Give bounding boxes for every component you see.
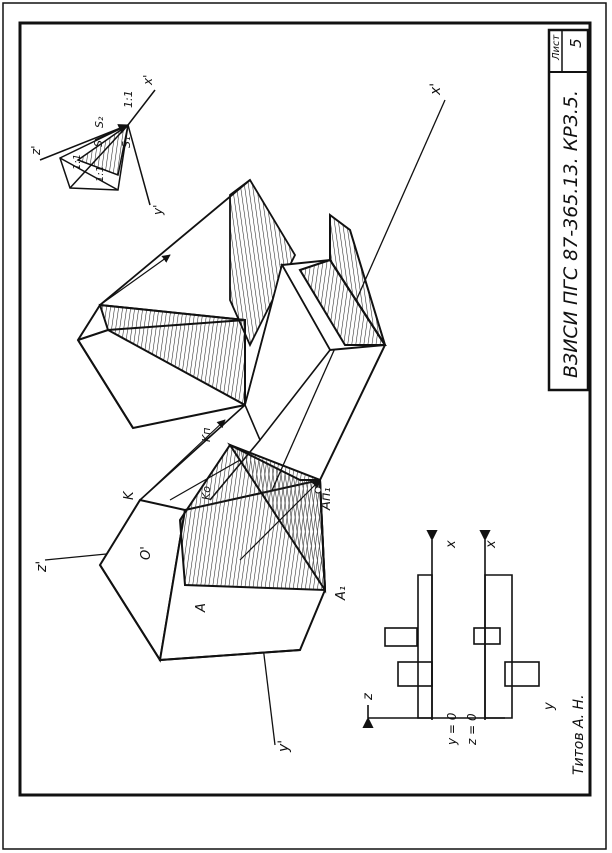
dir-ratio-bottom: 1:1 [95, 166, 106, 182]
right-block [244, 213, 387, 481]
point-origin: O' [139, 546, 154, 560]
point-An1-marker [314, 486, 322, 494]
dir-s1-label: S₁ [120, 137, 133, 148]
point-Kn: Kп [200, 428, 213, 442]
document-code: ВЗИСИ ПГС 87-365.13. КРЗ.5. [560, 90, 582, 378]
dir-x-label: x' [141, 75, 155, 86]
ortho-y-equals: y = 0 [445, 712, 459, 746]
ortho-x-bottom-label: x [484, 540, 499, 549]
ortho-z-equals: z = 0 [465, 713, 479, 746]
dir-s2-label: S₂ [93, 116, 106, 128]
point-A: A [194, 603, 209, 613]
axis-y-label: y' [276, 740, 292, 753]
dir-y-label: y' [151, 205, 165, 216]
dir-s-label: S [92, 140, 105, 147]
author-name: Титов А. Н. [571, 694, 587, 775]
projection-rays [99, 254, 321, 561]
sheet-label: Лист [551, 33, 562, 61]
ortho-z-label: z [361, 692, 376, 701]
title-block: Лист 5 ВЗИСИ ПГС 87-365.13. КРЗ.5. [547, 28, 590, 392]
lower-block [98, 442, 327, 663]
orthographic-view [362, 529, 540, 729]
point-Ko: Kо [200, 486, 213, 500]
ortho-y-label: y [542, 702, 557, 711]
point-A1: A₁ [334, 586, 349, 601]
direction-diagram [39, 89, 156, 206]
dir-ratio-left: 1:1 [72, 154, 83, 170]
upper-block [76, 303, 246, 430]
dir-z-label: z' [29, 145, 43, 156]
dir-ratio-top: 1:1 [122, 90, 135, 108]
point-An1: Aп₁ [319, 487, 334, 511]
axis-x-label: x' [428, 83, 444, 96]
sheet-number: 5 [567, 38, 585, 48]
point-K: K [122, 490, 137, 500]
axis-z-label: z' [34, 561, 50, 573]
drawing-frame [18, 21, 592, 797]
ortho-x-top-label: x [444, 540, 459, 549]
